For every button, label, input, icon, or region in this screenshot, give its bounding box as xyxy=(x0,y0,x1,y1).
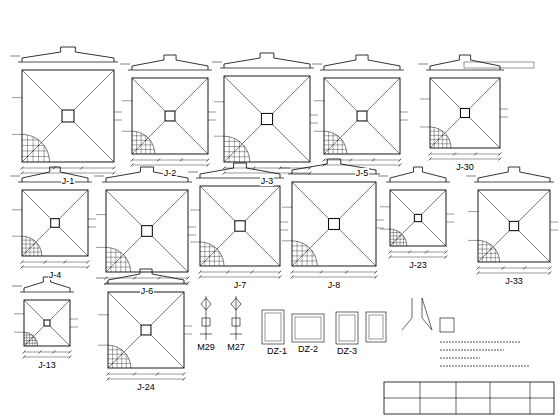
footing-label: J-30 xyxy=(435,162,495,173)
footing-label: J-23 xyxy=(388,260,448,271)
footing-label: J-7 xyxy=(210,280,270,291)
footing-label: J-2 xyxy=(140,168,200,179)
footing-plan xyxy=(378,167,454,259)
footing-label: J-24 xyxy=(116,382,176,393)
footing-label: J-5 xyxy=(332,168,392,179)
footing-label: J-8 xyxy=(304,280,364,291)
footing-label: J-13 xyxy=(17,360,77,371)
footing-plan xyxy=(312,55,408,167)
footing-plan xyxy=(212,53,318,175)
footing-plan xyxy=(188,163,288,279)
footing-plan xyxy=(418,55,508,161)
footing-label: J-33 xyxy=(484,276,544,287)
footing-plan xyxy=(120,55,216,167)
detail-label: DZ-3 xyxy=(317,346,377,357)
detail-label: DZ-2 xyxy=(278,344,338,355)
footing-plan xyxy=(94,167,196,285)
footing-plan xyxy=(10,47,122,175)
footing-label: J-4 xyxy=(25,270,85,281)
footing-plan xyxy=(280,159,384,279)
footing-plan xyxy=(12,277,78,359)
detail-sections xyxy=(200,62,554,414)
footing-plan xyxy=(10,167,96,269)
detail-label: M27 xyxy=(206,342,266,353)
footing-label: J-1 xyxy=(38,176,98,187)
footing-label: J-3 xyxy=(237,176,297,187)
footing-plan xyxy=(96,269,192,381)
footing-plan xyxy=(466,167,558,275)
footing-label: J-6 xyxy=(117,286,177,297)
